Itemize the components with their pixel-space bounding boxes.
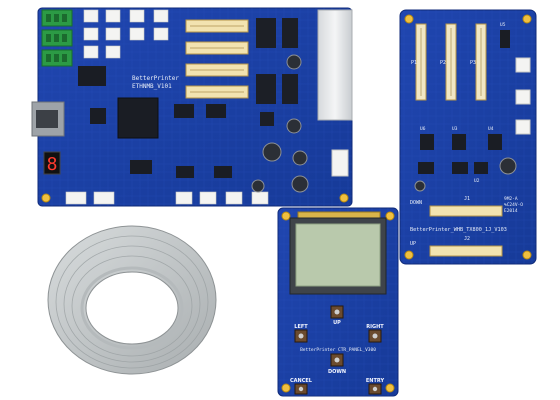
terminal-blocks xyxy=(41,9,73,67)
control-buttons xyxy=(294,305,382,395)
adapter-chip-u4: U4 xyxy=(488,126,494,132)
adapter-j2-label: J2 xyxy=(464,236,470,242)
chip xyxy=(214,166,232,178)
adapter-capacitor xyxy=(414,180,426,192)
adapter-down-label: DOWN xyxy=(410,200,422,206)
control-panel-board: UP LEFT RIGHT BetterPrinter CTR_PANEL_V3… xyxy=(277,207,399,397)
chip xyxy=(174,104,194,118)
adapter-board: P1 P2 P3 U5 U6 U3 U4 U2 9M2-A %C24V-O E2… xyxy=(399,9,537,265)
lcd-screen xyxy=(295,223,381,287)
chip xyxy=(206,104,226,118)
adapter-up-label: UP xyxy=(410,241,416,247)
power-connector xyxy=(331,149,349,177)
heatsink xyxy=(317,9,353,121)
adapter-j1-label: J1 xyxy=(464,196,470,202)
main-processor xyxy=(117,97,159,139)
vertical-headers xyxy=(415,23,487,101)
jst-connectors xyxy=(65,9,269,205)
adapter-label-p2: P2 xyxy=(440,60,446,66)
seven-segment-display xyxy=(43,151,61,175)
main-board: 8 BetterPrinter ETHNMB_V101 xyxy=(31,7,353,207)
adapter-chip-u6: U6 xyxy=(420,126,426,132)
adapter-side-text: %C24V-O xyxy=(504,202,523,208)
main-board-label: BetterPrinter xyxy=(132,75,179,82)
entry-label: ENTRY xyxy=(366,378,385,384)
flat-cable-roll xyxy=(47,225,217,375)
lcd-header xyxy=(297,211,381,219)
capacitors xyxy=(251,54,309,193)
chip xyxy=(78,66,106,86)
chip xyxy=(176,166,194,178)
down-label: DOWN xyxy=(328,369,346,375)
ffc-j2 xyxy=(429,245,503,257)
ethernet-jack xyxy=(31,101,65,137)
panel-model: BetterPrinter CTR_PANEL_V300 xyxy=(300,347,376,353)
up-label: UP xyxy=(333,320,341,326)
adapter-side-text: 9M2-A xyxy=(504,196,518,202)
seven-segment-digit: 8 xyxy=(47,154,58,175)
chip xyxy=(130,160,152,174)
adapter-chips xyxy=(418,30,510,174)
ffc-j1 xyxy=(429,205,503,217)
cancel-label: CANCEL xyxy=(290,378,313,384)
adapter-model: BetterPrinter_WHB_TX800_1J_V103 xyxy=(410,227,507,233)
left-label: LEFT xyxy=(294,324,308,330)
adapter-side-text: E2014 xyxy=(504,208,518,214)
main-board-model: ETHNMB_V101 xyxy=(132,83,172,90)
adapter-chip-u2: U2 xyxy=(474,178,480,184)
ffc-connectors xyxy=(185,19,249,99)
chip xyxy=(90,108,106,124)
driver-chips xyxy=(256,18,298,126)
adapter-label-p3: P3 xyxy=(470,60,476,66)
adapter-chip-u3: U3 xyxy=(452,126,458,132)
adapter-chip-u5: U5 xyxy=(500,22,506,28)
adapter-label-p1: P1 xyxy=(411,60,417,66)
adapter-jst-connectors xyxy=(515,57,531,135)
adapter-capacitor xyxy=(499,157,517,175)
right-label: RIGHT xyxy=(366,324,384,330)
